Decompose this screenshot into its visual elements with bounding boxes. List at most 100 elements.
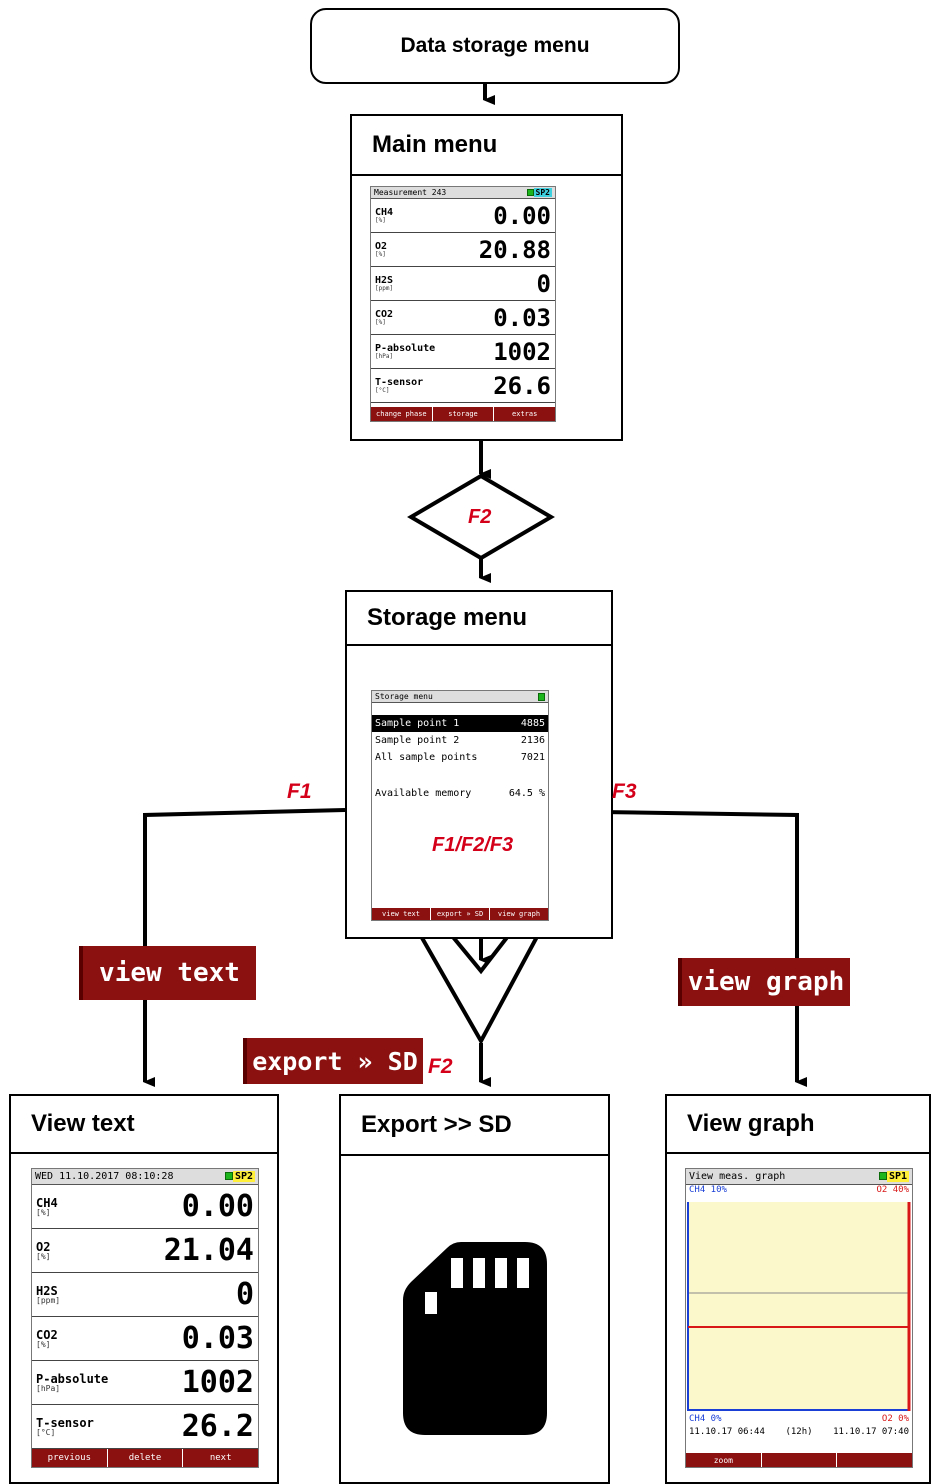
available-memory-value: 64.5 % bbox=[508, 788, 545, 799]
sample-point-count: 4885 bbox=[520, 718, 545, 729]
softkey-export-sd: export » SD bbox=[243, 1038, 423, 1084]
function-key-bar: zoom bbox=[686, 1453, 912, 1467]
sample-point-badge: SP2 bbox=[232, 1171, 255, 1182]
softkey-view-text: view text bbox=[79, 946, 256, 1000]
sample-point-label: All sample points bbox=[375, 752, 478, 763]
main-menu-box: Main menu Measurement 243 SP2 CH4[%]0.00… bbox=[350, 114, 623, 441]
measurement-name: CO2 bbox=[375, 308, 394, 320]
time-start: 11.10.17 06:44 bbox=[689, 1427, 765, 1437]
ch4-max-label: CH4 10% bbox=[689, 1185, 727, 1195]
measurement-unit: [ppm] bbox=[36, 1295, 61, 1305]
measurement-value: 0.00 bbox=[493, 201, 551, 230]
measurement-unit: [%] bbox=[375, 250, 386, 258]
screen-header: Measurement 243 SP2 bbox=[371, 187, 555, 199]
function-key-bar: change phase storage extras bbox=[371, 407, 555, 421]
measurement-value: 21.04 bbox=[163, 1233, 254, 1268]
measurement-value: 0.00 bbox=[181, 1189, 254, 1224]
measurement-name: O2 bbox=[36, 1239, 51, 1254]
measurement-row: P-absolute[hPa]1002 bbox=[371, 335, 555, 369]
measurement-row: CO2[%] 0.03 bbox=[371, 301, 555, 335]
measurement-value: 1002 bbox=[493, 337, 551, 366]
f1-label: F1 bbox=[287, 780, 312, 803]
decision-f2-label: F2 bbox=[468, 506, 492, 528]
fkey-2[interactable]: storage bbox=[431, 407, 494, 421]
sample-point-label: Sample point 2 bbox=[375, 735, 460, 746]
measurement-row: O2[%]20.88 bbox=[371, 233, 555, 267]
fkey-3[interactable] bbox=[836, 1453, 912, 1467]
measurement-unit: [%] bbox=[36, 1251, 51, 1261]
measurement-unit: [°C] bbox=[36, 1427, 56, 1437]
measurement-value: 0 bbox=[235, 1277, 254, 1312]
fkey-zoom[interactable]: zoom bbox=[713, 1455, 733, 1465]
fkey-2[interactable] bbox=[760, 1453, 837, 1467]
function-key-bar: previous delete next bbox=[32, 1449, 258, 1467]
storage-menu-box: Storage menu Storage menu Sample point 1… bbox=[345, 590, 613, 939]
export-sd-title: Export >> SD bbox=[341, 1096, 608, 1156]
measurement-unit: [%] bbox=[375, 216, 386, 224]
sample-point-row[interactable]: Sample point 2 2136 bbox=[372, 732, 548, 749]
time-span: (12h) bbox=[785, 1427, 813, 1437]
fkey-export-sd[interactable]: export » SD bbox=[430, 908, 489, 920]
view-graph-box: View graph View meas. graph SP1 CH4 10% … bbox=[665, 1094, 931, 1484]
f2-label: F2 bbox=[428, 1055, 453, 1078]
measurement-row: P-absolute[hPa]1002 bbox=[32, 1361, 258, 1405]
fkey-previous[interactable]: previous bbox=[47, 1453, 92, 1463]
sample-point-count: 2136 bbox=[520, 735, 545, 746]
sample-point-label: Sample point 1 bbox=[375, 718, 460, 729]
graph-top-labels: CH4 10% O2 40% bbox=[686, 1185, 912, 1199]
measurement-name: CH4 bbox=[375, 206, 394, 218]
screen-header: WED 11.10.2017 08:10:28 SP2 bbox=[32, 1169, 258, 1185]
screen-header-title: Measurement 243 bbox=[374, 188, 447, 197]
fkey-delete[interactable]: delete bbox=[106, 1449, 183, 1467]
measurement-row: O2[%] 21.04 bbox=[32, 1229, 258, 1273]
measurement-value: 26.6 bbox=[493, 371, 551, 400]
screen-header: View meas. graph SP1 bbox=[686, 1169, 912, 1185]
measurement-unit: [%] bbox=[375, 318, 386, 326]
ch4-min-label: CH4 0% bbox=[689, 1414, 722, 1424]
main-menu-title: Main menu bbox=[352, 116, 621, 176]
view-graph-title: View graph bbox=[667, 1096, 929, 1154]
graph-plot bbox=[687, 1202, 911, 1411]
measurement-row: CO2[%]0.03 bbox=[32, 1317, 258, 1361]
softkey-view-graph: view graph bbox=[678, 958, 850, 1006]
sample-point-row[interactable]: Sample point 1 4885 bbox=[372, 715, 548, 732]
graph-bottom-labels: CH4 0% O2 0% bbox=[686, 1414, 912, 1427]
available-memory-row: Available memory 64.5 % bbox=[372, 788, 548, 799]
screen-header-datetime: WED 11.10.2017 08:10:28 bbox=[35, 1171, 174, 1182]
fkey-1[interactable]: change phase bbox=[376, 410, 427, 418]
sample-point-count: 7021 bbox=[520, 752, 545, 763]
measurement-row: T-sensor[°C]26.6 bbox=[371, 369, 555, 403]
view-text-box: View text WED 11.10.2017 08:10:28 SP2 CH… bbox=[9, 1094, 279, 1484]
sd-card-icon bbox=[403, 1242, 547, 1435]
view-text-title: View text bbox=[11, 1096, 277, 1154]
fkey-next[interactable]: next bbox=[182, 1449, 258, 1467]
plot-background bbox=[688, 1202, 910, 1411]
fkey-view-text[interactable]: view text bbox=[382, 910, 420, 918]
start-label: Data storage menu bbox=[400, 34, 590, 57]
measurement-name: T-sensor bbox=[375, 376, 424, 388]
measurement-name: H2S bbox=[375, 274, 394, 286]
o2-min-label: O2 0% bbox=[881, 1414, 909, 1424]
measurement-value: 0.03 bbox=[493, 303, 551, 332]
o2-max-label: O2 40% bbox=[876, 1185, 909, 1195]
measurement-name: P-absolute bbox=[375, 342, 436, 354]
export-sd-box: Export >> SD bbox=[339, 1094, 610, 1484]
measurement-unit: [ppm] bbox=[375, 284, 394, 292]
fkey-view-graph[interactable]: view graph bbox=[489, 908, 548, 920]
function-key-bar: view text export » SD view graph bbox=[372, 908, 548, 920]
sample-point-badge: SP1 bbox=[886, 1171, 909, 1182]
status-led bbox=[538, 692, 545, 701]
measurement-row: CH4[%]0.00 bbox=[32, 1185, 258, 1229]
measurement-value: 0 bbox=[536, 269, 551, 298]
measurement-unit: [hPa] bbox=[36, 1383, 61, 1393]
data-storage-menu-start: Data storage menu bbox=[310, 8, 680, 84]
sample-point-row[interactable]: All sample points 7021 bbox=[372, 749, 548, 766]
fkey-3[interactable]: extras bbox=[493, 407, 555, 421]
decision-f1f2f3-label: F1/F2/F3 bbox=[432, 834, 514, 856]
storage-menu-title: Storage menu bbox=[347, 592, 611, 646]
screen-header-title: View meas. graph bbox=[689, 1171, 786, 1182]
available-memory-label: Available memory bbox=[375, 788, 472, 799]
arrow-f3-to-view-graph bbox=[599, 810, 807, 1087]
